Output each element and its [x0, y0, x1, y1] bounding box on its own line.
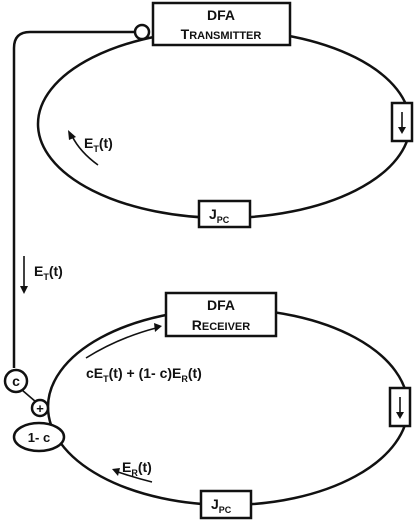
coupler-one-minus-c-label: 1- c — [28, 430, 50, 445]
down-arrow-icon — [396, 412, 404, 419]
transmitter-jpc-label: JPC — [209, 206, 230, 225]
transmitter-field-label: ET(t) — [84, 135, 113, 154]
combined-field-label: cET(t) + (1- c)ER(t) — [86, 365, 202, 384]
receiver-ring — [46, 307, 410, 507]
coupler-sum-node: + — [30, 398, 50, 418]
transmitter-title-line1: DFA — [207, 7, 235, 23]
transmitter-jpc-box: JPC — [197, 199, 252, 229]
receiver-isolator — [388, 386, 412, 428]
coupler-plus-label: + — [36, 401, 44, 416]
coupling-field-label: ET(t) — [34, 263, 63, 282]
arrow-head-icon — [68, 130, 76, 140]
coupler-c: c — [3, 368, 29, 394]
receiver-field-label: ER(t) — [122, 459, 152, 478]
coupler-c-label: c — [12, 373, 20, 389]
transmitter-ring — [36, 28, 412, 220]
receiver-jpc-label: JPC — [211, 496, 232, 515]
receiver-title-line1: DFA — [207, 297, 235, 313]
receiver-title-line2: RECEIVER — [192, 317, 250, 333]
arrow-head-icon — [112, 468, 120, 476]
coupling-fiber — [12, 30, 140, 368]
dfa-transmitter-box: DFA TRANSMITTER — [151, 1, 292, 47]
dfa-receiver-box: DFA RECEIVER — [164, 291, 278, 338]
down-arrow-icon — [398, 127, 406, 134]
transmitter-isolator — [390, 101, 414, 143]
transmitter-direction-arrow — [71, 135, 99, 166]
receiver-direction-arrow — [117, 471, 153, 483]
combined-direction-arrow — [85, 327, 157, 359]
arrow-head-icon — [154, 323, 162, 332]
coupler-link — [21, 389, 37, 403]
tap-point-circle — [133, 23, 151, 41]
transmitter-title-line2: TRANSMITTER — [181, 26, 262, 42]
down-arrow-icon — [20, 286, 28, 294]
receiver-jpc-box: JPC — [199, 489, 253, 520]
coupler-one-minus-c: 1- c — [12, 421, 66, 453]
